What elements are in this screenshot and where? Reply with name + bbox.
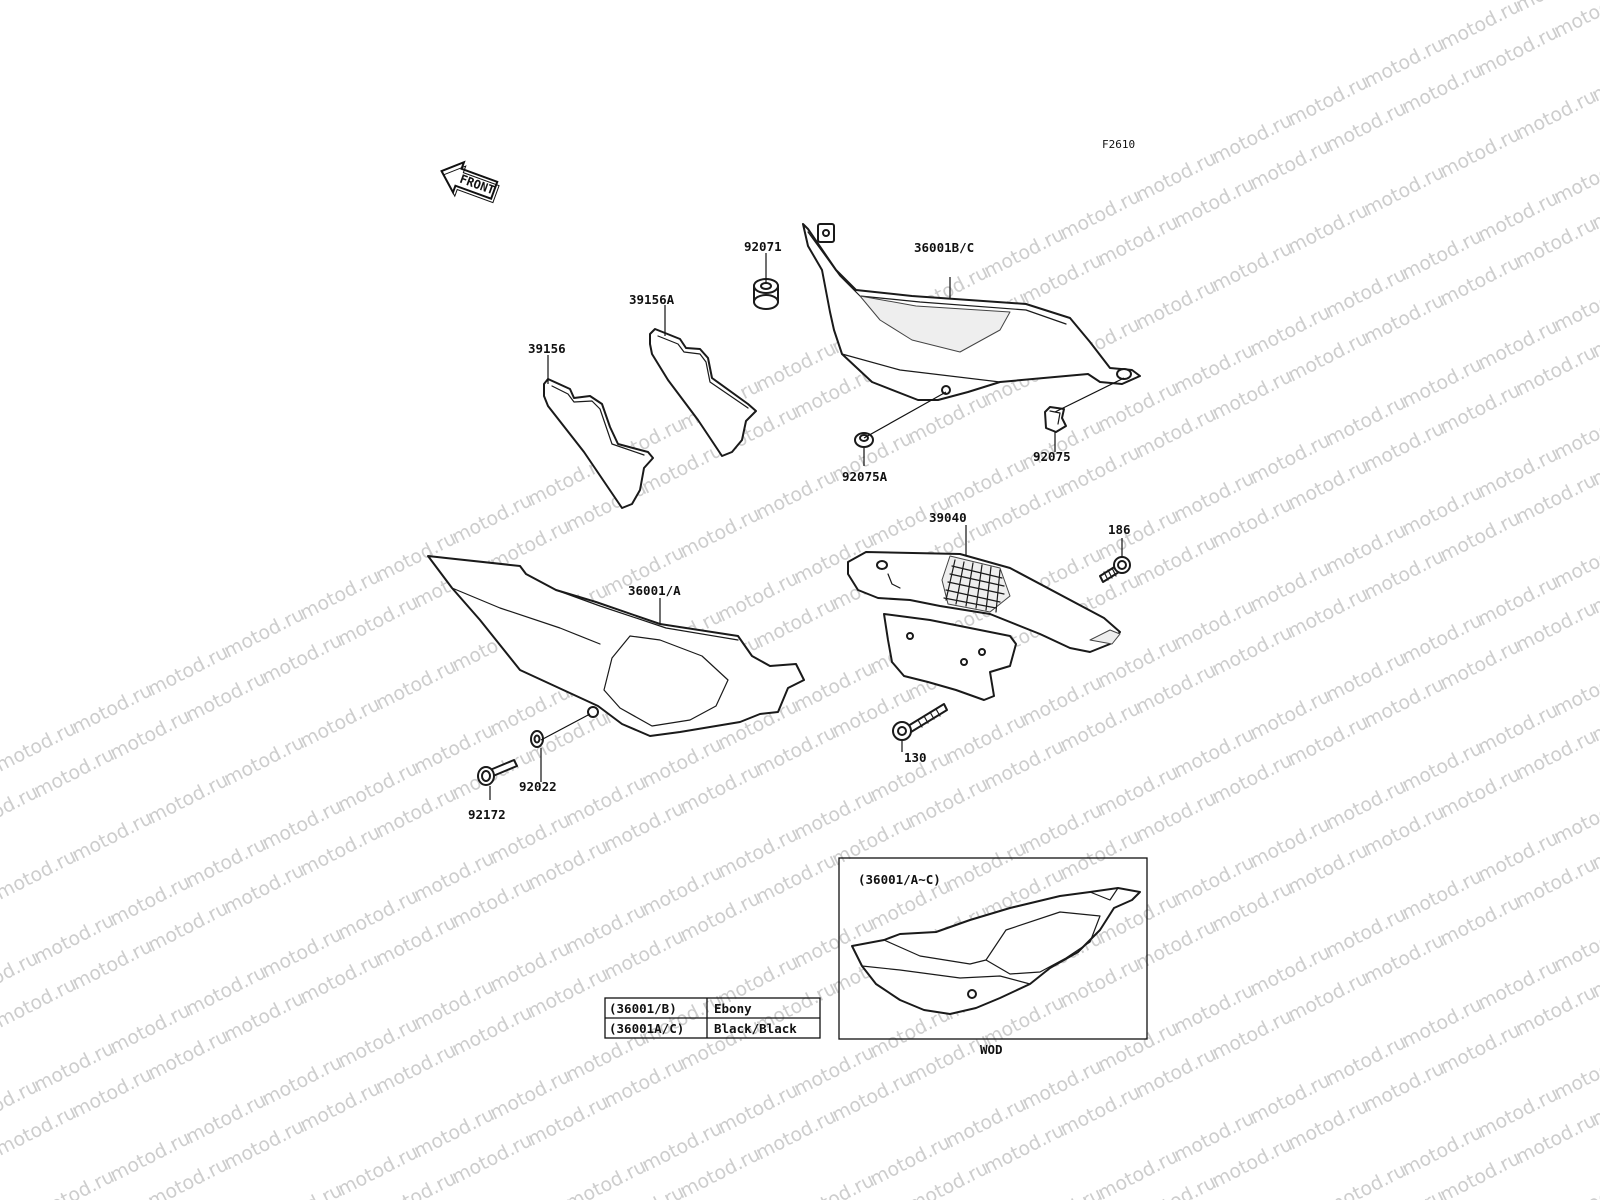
label-39040: 39040 [929, 510, 967, 525]
watermark-text: motod.ru [296, 693, 384, 752]
watermark-text: motod.ru [1550, 277, 1600, 336]
watermark-text: motod.ru [1550, 1173, 1600, 1200]
watermark-text: motod.ru [752, 465, 840, 524]
part-labels: 92071 36001B/C 39156A 39156 92075A 92075… [468, 239, 1131, 822]
watermark-text: motod.ru [1436, 123, 1524, 182]
part-39156A-panel[interactable] [649, 328, 757, 457]
label-92071: 92071 [744, 239, 782, 254]
color-table-code-2: (36001A/C) [609, 1021, 684, 1036]
watermark-text: motod.ru [1550, 1045, 1600, 1104]
part-92075-clip[interactable] [1044, 406, 1067, 433]
label-92022: 92022 [519, 779, 557, 794]
part-36001-A-side-cover[interactable] [427, 555, 805, 737]
watermark-text: motod.ru [1208, 237, 1296, 296]
inset-side-cover-illustration [851, 887, 1141, 1015]
inset-frame [838, 857, 1148, 1040]
label-36001-A: 36001/A [628, 583, 681, 598]
watermark-text: motod.ru [790, 1169, 878, 1200]
watermark-text: motod.ru [1284, 199, 1372, 258]
part-92172-bolt[interactable] [477, 759, 518, 786]
watermark-text: motod.ru [1550, 149, 1600, 208]
part-92022-washer[interactable] [530, 730, 544, 748]
part-186-bolt[interactable] [1099, 556, 1131, 583]
label-39156A: 39156A [629, 292, 675, 307]
figure-code: F2610 [1102, 138, 1135, 151]
leader-lines [489, 253, 1125, 800]
watermark-text: motod.ru [1322, 1159, 1410, 1200]
front-direction-arrow-icon: FRONT [440, 160, 500, 204]
label-92172: 92172 [468, 807, 506, 822]
watermark-text: motod.ru [1550, 405, 1600, 464]
label-92075: 92075 [1033, 449, 1071, 464]
color-table-code-1: (36001/B) [609, 1001, 677, 1016]
part-39156-panel[interactable] [543, 378, 654, 509]
inset-caption: WOD [980, 1042, 1003, 1057]
watermark-text: motod.ru [1550, 917, 1600, 976]
color-table-color-1: Ebony [714, 1001, 752, 1016]
watermark-text: motod.ru [258, 1179, 346, 1200]
watermark-text: motod.ru [144, 769, 232, 828]
watermark-text: motod.ru [0, 973, 80, 1032]
watermark-text: motod.ru [562, 1155, 650, 1200]
watermark-text: motod.ru [220, 731, 308, 790]
watermark-text: motod.ru [372, 655, 460, 714]
part-92071-grommet[interactable] [753, 278, 779, 310]
inset-wod: (36001/A~C) WOD [838, 857, 1148, 1057]
watermark-text: motod.ru [1550, 533, 1600, 592]
label-186: 186 [1108, 522, 1131, 537]
watermark-text: motod.ru [30, 1165, 118, 1200]
label-130: 130 [904, 750, 927, 765]
watermark-text: motod.ru [1550, 661, 1600, 720]
part-39040-guard[interactable] [847, 551, 1121, 701]
color-table: (36001/B) Ebony (36001A/C) Black/Black [604, 997, 821, 1039]
watermark-text: motod.ru [1550, 0, 1600, 42]
watermark-text: motod.ru [1360, 161, 1448, 220]
watermark-text: motod.ru [676, 503, 764, 562]
inset-header: (36001/A~C) [858, 872, 941, 887]
part-130-bolt[interactable] [892, 703, 948, 741]
watermark-text: motod.ru [1132, 275, 1220, 334]
watermark-text: motod.ru [0, 1101, 80, 1160]
label-92075A: 92075A [842, 469, 888, 484]
watermark-text: motod.ru [68, 807, 156, 866]
watermark-text: motod.ru [1018, 1183, 1106, 1200]
watermark-text: motod.ru [1550, 789, 1600, 848]
part-36001B-C-side-cover[interactable] [802, 223, 1141, 401]
watermark-text: motod.ru [0, 845, 80, 904]
color-table-color-2: Black/Black [714, 1021, 797, 1036]
label-36001B-C: 36001B/C [914, 240, 974, 255]
watermark-text: motod.ru [1512, 85, 1600, 144]
label-39156: 39156 [528, 341, 566, 356]
